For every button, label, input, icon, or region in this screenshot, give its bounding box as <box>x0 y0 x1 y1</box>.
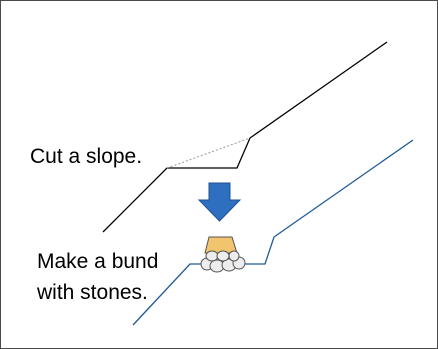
bund-soil <box>204 236 238 254</box>
cut-slope-panel: Cut a slope. <box>30 41 388 233</box>
bund-label-line2: with stones. <box>36 281 148 304</box>
stones-icon <box>200 236 246 273</box>
bund-label-line1: Make a bund <box>37 250 158 273</box>
arrow-down-icon <box>197 182 242 222</box>
terraced-slope-line <box>132 263 203 326</box>
terraced-slope-line-upper <box>240 139 414 265</box>
cut-slope-label: Cut a slope. <box>30 145 142 168</box>
original-slope-dotted-line <box>166 137 251 169</box>
cut-slope-line <box>102 41 388 233</box>
bund-panel: Make a bund with stones. <box>36 139 414 326</box>
